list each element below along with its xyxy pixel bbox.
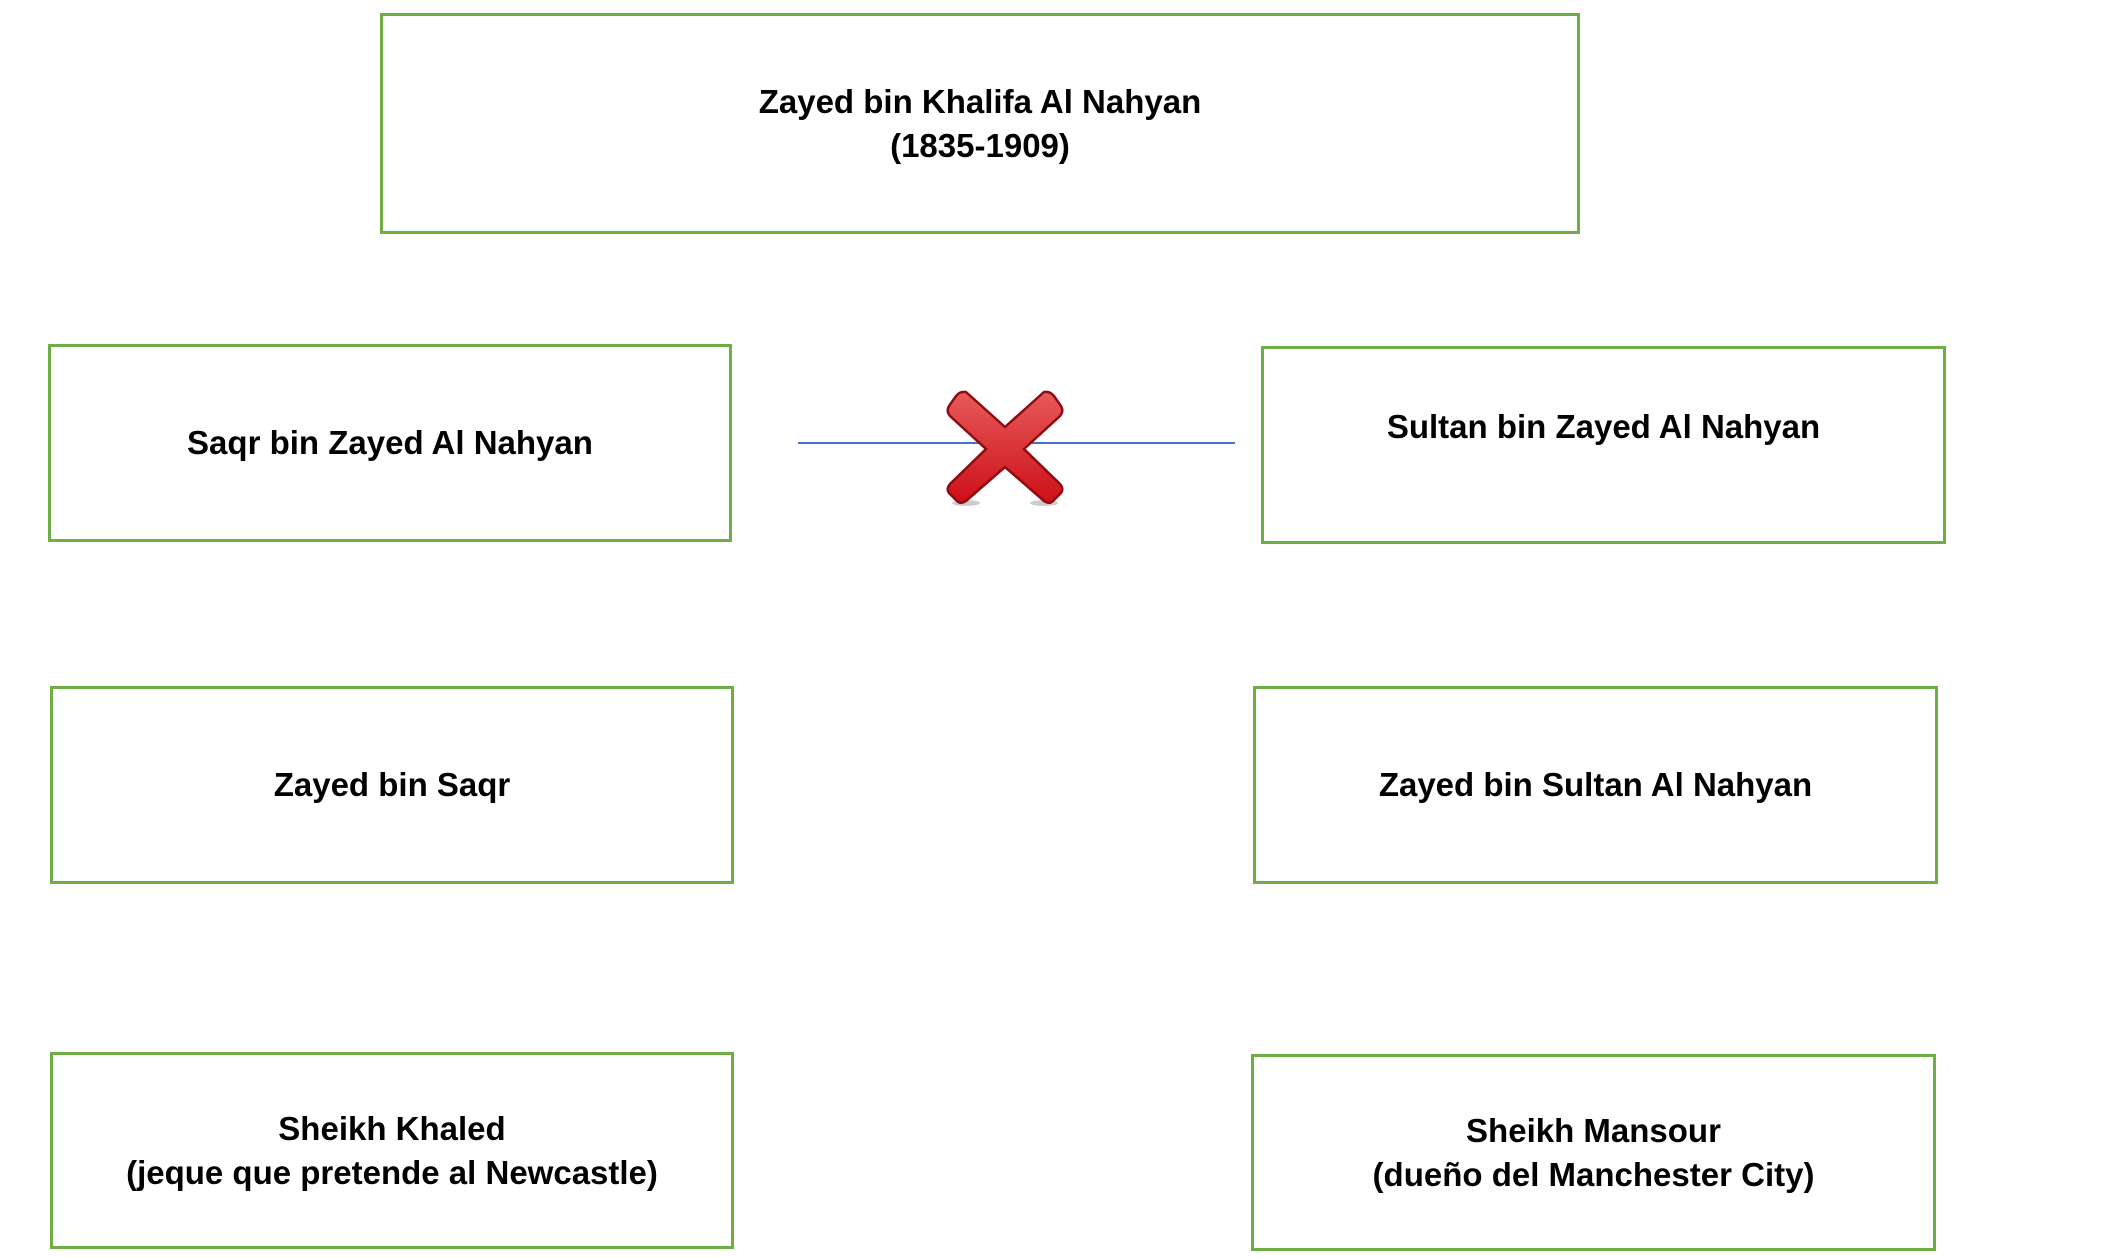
root-dates: (1835-1909) (890, 126, 1070, 164)
root-name: Zayed bin Khalifa Al Nahyan (758, 82, 1202, 120)
sultan-box: Sultan bin Zayed Al Nahyan (1261, 346, 1946, 544)
saqr-name: Saqr bin Zayed Al Nahyan (187, 424, 593, 461)
root-box: Zayed bin Khalifa Al Nahyan (1835-1909) (380, 13, 1580, 234)
zayed-bin-saqr-name: Zayed bin Saqr (273, 766, 511, 803)
mansour-box: Sheikh Mansour (dueño del Manchester Cit… (1251, 1054, 1936, 1251)
khaled-name: Sheikh Khaled (278, 1109, 506, 1147)
saqr-box: Saqr bin Zayed Al Nahyan (48, 344, 732, 542)
sultan-name: Sultan bin Zayed Al Nahyan (1386, 408, 1821, 445)
zayed-bin-saqr-box: Zayed bin Saqr (50, 686, 734, 884)
mansour-name: Sheikh Mansour (1466, 1111, 1721, 1149)
zayed-bin-sultan-name: Zayed bin Sultan Al Nahyan (1378, 766, 1813, 803)
mansour-note: (dueño del Manchester City) (1372, 1155, 1815, 1193)
khaled-note: (jeque que pretende al Newcastle) (126, 1153, 658, 1191)
khaled-box: Sheikh Khaled (jeque que pretende al New… (50, 1052, 734, 1249)
zayed-bin-sultan-box: Zayed bin Sultan Al Nahyan (1253, 686, 1938, 884)
cross-icon (946, 390, 1064, 506)
